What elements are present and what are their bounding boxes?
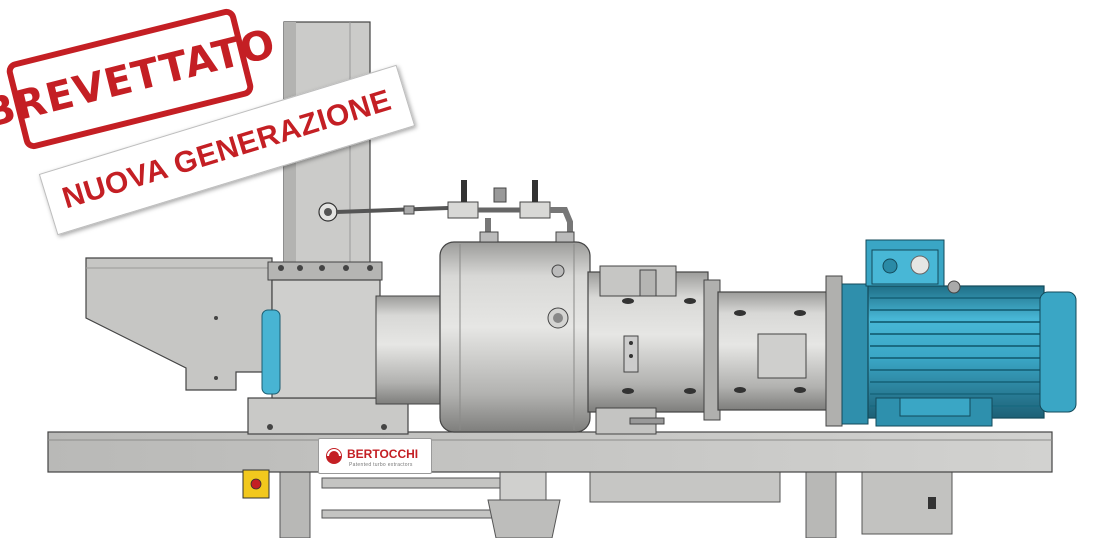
- brand-logo-icon: [326, 448, 342, 464]
- valve-piping: [447, 180, 575, 243]
- linkage-rod: [318, 202, 449, 222]
- electric-motor: [841, 239, 1077, 427]
- brand-nameplate: BERTOCCHI Patented turbo extractors: [318, 438, 432, 474]
- main-drum: [439, 241, 591, 433]
- screw-barrel: [587, 265, 709, 435]
- brand-name: BERTOCCHI: [347, 447, 419, 461]
- emergency-stop-icon: [242, 469, 270, 499]
- feed-hopper: [85, 257, 273, 391]
- connecting-tube: [375, 295, 447, 405]
- base-frame: [47, 431, 1053, 538]
- brand-tagline: Patented turbo extractors: [349, 462, 413, 468]
- inlet-housing: [247, 261, 409, 435]
- sieve-cylinder: [703, 275, 843, 427]
